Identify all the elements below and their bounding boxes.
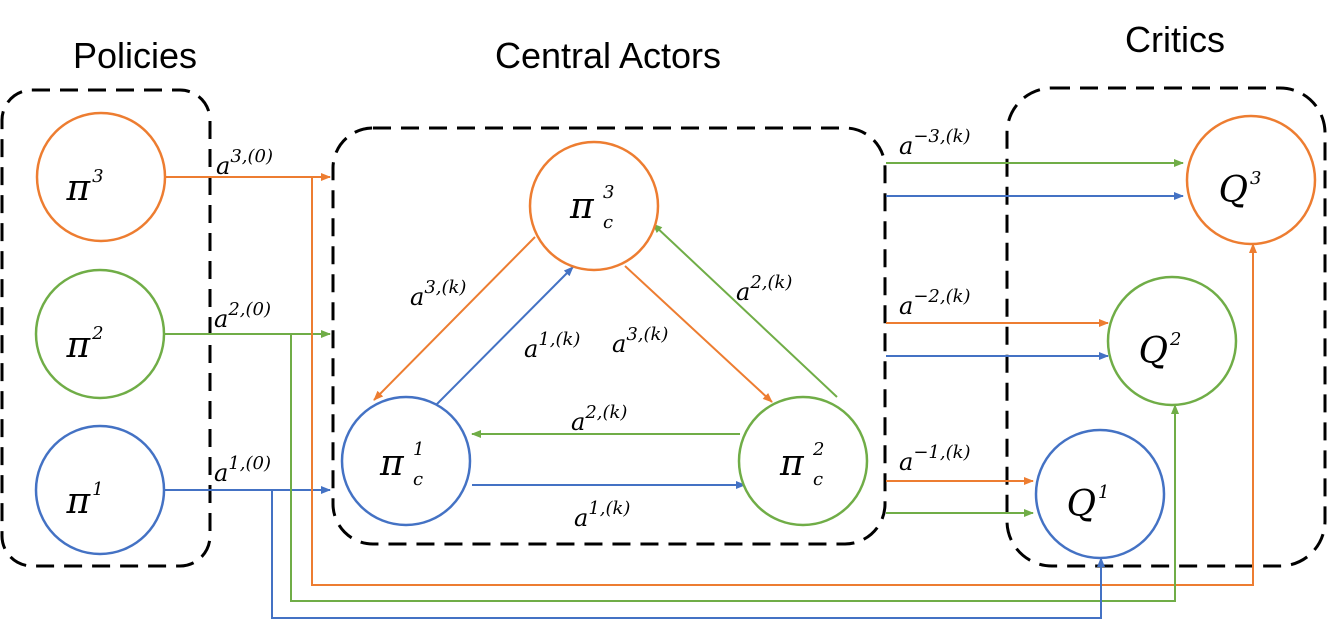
edge-label-a2k-right: a2,(k) [736,272,792,306]
actor-node-pic1 [340,395,472,527]
edge-label-a2k-bottom: a2,(k) [571,402,627,436]
edge-pi3-bypass-to-q3 [311,177,1257,586]
edge-label-a1k-diag: a1,(k) [524,329,580,363]
label-pic3: π 3 c [569,182,614,233]
svg-text:π: π [569,186,595,227]
svg-text:π: π [379,443,405,484]
edge-pic2-to-pic3 [652,223,838,398]
edge-label-a1-0: a1,(0) [214,453,271,487]
svg-text:2: 2 [812,439,824,460]
edge-label-am3k: a−3,(k) [899,126,971,160]
svg-text:c: c [813,469,823,490]
policies-title: Policies [73,35,197,76]
policies-group-box [0,88,212,568]
edge-label-a3-0: a3,(0) [216,146,273,180]
critic-node-q1 [1034,428,1166,560]
edge-pic1-to-pic3 [435,266,574,406]
edge-pic3-to-pic1 [373,236,536,401]
central-actors-title: Central Actors [495,35,721,76]
critics-title: Critics [1125,19,1225,60]
policy-node-pi2 [34,268,166,400]
critics-group-box [1005,86,1327,568]
critic-node-q2 [1106,275,1238,407]
edge-label-a2-0: a2,(0) [214,299,271,333]
critic-node-q3 [1185,114,1317,246]
edge-label-a3k-right: a3,(k) [612,324,668,358]
policy-node-pi3 [35,111,167,243]
edge-label-am1k: a−1,(k) [899,442,971,476]
svg-text:π: π [779,443,805,484]
edge-label-a1k-bottom: a1,(k) [574,498,630,532]
edge-pic3-to-pic2 [624,265,773,403]
actor-node-pic3 [528,140,660,272]
svg-text:3: 3 [603,182,614,203]
actor-node-pic2 [737,395,869,527]
central-actors-group-box [331,126,887,546]
label-pic2: π 2 c [779,439,824,490]
svg-text:c: c [413,469,423,490]
edge-label-a3k-left: a3,(k) [410,277,466,311]
edge-pi2-bypass-to-q2 [290,334,1179,602]
svg-text:c: c [603,212,613,233]
edge-pi1-bypass-to-q1 [271,490,1105,619]
label-pic1: π 1 c [379,439,424,490]
svg-text:1: 1 [413,439,424,460]
edge-label-am2k: a−2,(k) [899,286,971,320]
policy-node-pi1 [34,424,166,556]
